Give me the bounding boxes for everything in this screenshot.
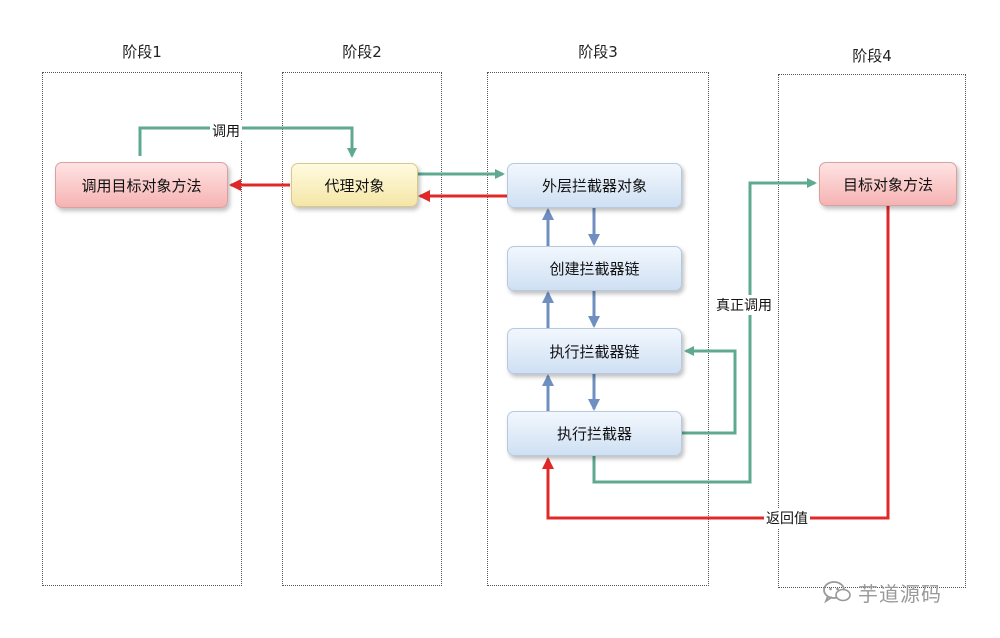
arrow-return-value	[542, 206, 890, 520]
stage-1-title: 阶段1	[122, 43, 162, 61]
label-real-invoke: 真正调用	[714, 295, 774, 315]
stage-2-box	[282, 72, 442, 586]
stage-3-box	[487, 72, 709, 586]
stage-4-title: 阶段4	[852, 47, 892, 65]
arrow-invoke-proxy	[138, 126, 357, 158]
node-target-method: 目标对象方法	[819, 162, 957, 206]
watermark-text: 芋道源码	[858, 581, 942, 606]
label-invoke: 调用	[210, 121, 242, 141]
node-outer-interceptor-object: 外层拦截器对象	[507, 163, 682, 208]
node-call-target-method: 调用目标对象方法	[55, 162, 228, 208]
watermark: 芋道源码	[822, 578, 942, 606]
stage-3-title: 阶段3	[578, 43, 618, 61]
node-execute-interceptor-chain: 执行拦截器链	[507, 328, 682, 374]
arrow-interceptor-loop	[682, 346, 737, 435]
wechat-icon	[823, 581, 851, 604]
arrow-real-invoke	[592, 178, 817, 484]
node-proxy-object: 代理对象	[291, 163, 418, 207]
node-create-interceptor-chain: 创建拦截器链	[507, 246, 682, 291]
label-return-value: 返回值	[764, 508, 810, 528]
stage-4-box	[778, 74, 966, 588]
stage-1-box	[42, 72, 242, 586]
stage-2-title: 阶段2	[342, 43, 382, 61]
node-execute-interceptor: 执行拦截器	[507, 411, 682, 456]
